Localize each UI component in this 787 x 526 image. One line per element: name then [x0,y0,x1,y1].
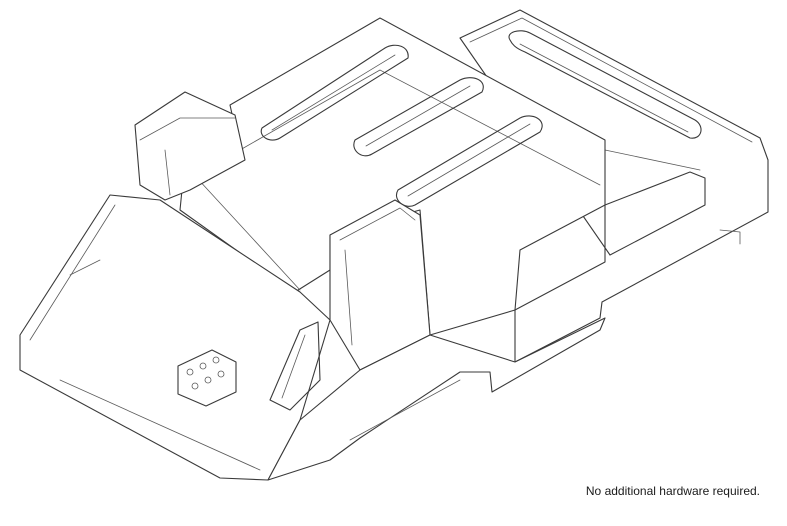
front-base [19,194,741,481]
upper-body [179,17,606,336]
left-block [134,91,246,201]
caption: No additional hardware required. [585,484,760,498]
top-slots [260,44,543,207]
front-ridge [269,321,321,411]
rear-deck [459,9,769,363]
connector [177,349,237,407]
rear-slot [508,30,702,139]
